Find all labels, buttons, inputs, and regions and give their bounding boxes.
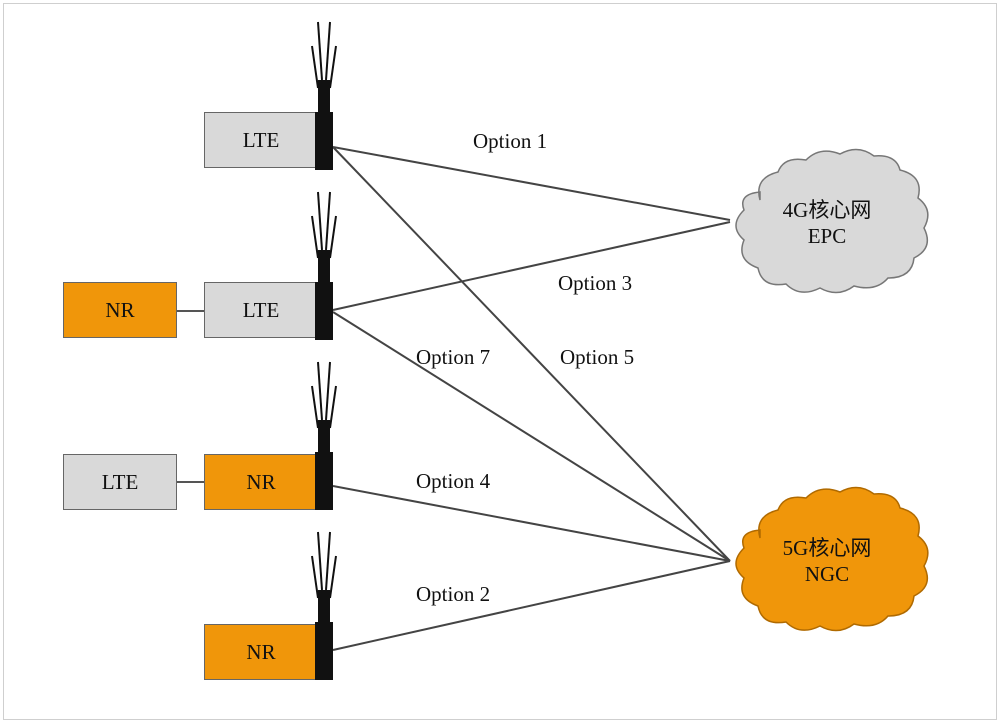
link-option-1 [332, 146, 731, 221]
nr-box-row4: NR [204, 624, 318, 680]
ngc-title: 5G核心网 [782, 536, 872, 560]
epc-cloud-icon [735, 148, 929, 294]
option-2-label: Option 2 [416, 582, 491, 606]
link-option-4 [332, 485, 731, 562]
nr-secondary-box-row2: NR [63, 282, 177, 338]
epc-subtitle: EPC [807, 224, 847, 248]
ngc-cloud-icon [735, 486, 929, 632]
link-option-2 [332, 560, 731, 651]
option-1-label: Option 1 [473, 129, 548, 153]
antenna-tower-icon [311, 191, 337, 340]
option-5-label: Option 5 [560, 345, 635, 369]
option-4-label: Option 4 [416, 469, 491, 493]
lte-label: LTE [101, 469, 139, 494]
ngc-subtitle: NGC [804, 562, 850, 586]
option-3-label: Option 3 [558, 271, 633, 295]
lte-label: LTE [242, 297, 280, 322]
nr-label: NR [246, 469, 276, 494]
link-option-3 [332, 221, 731, 311]
nr-label: NR [105, 297, 135, 322]
link-option-5 [332, 146, 731, 562]
antenna-tower-icon [311, 531, 337, 680]
antenna-tower-icon [311, 21, 337, 170]
ngc-label: 5G核心网 NGC [747, 535, 907, 587]
link-option-7 [332, 311, 731, 562]
lte-box-row2: LTE [204, 282, 318, 338]
epc-title: 4G核心网 [782, 198, 872, 222]
lte-secondary-box-row3: LTE [63, 454, 177, 510]
option-7-label: Option 7 [416, 345, 491, 369]
diagram-frame [3, 3, 997, 720]
lte-label: LTE [242, 127, 280, 152]
epc-label: 4G核心网 EPC [747, 197, 907, 249]
nr-box-row3: NR [204, 454, 318, 510]
nr-label: NR [246, 639, 276, 664]
antenna-tower-icon [311, 361, 337, 510]
lte-box-row1: LTE [204, 112, 318, 168]
